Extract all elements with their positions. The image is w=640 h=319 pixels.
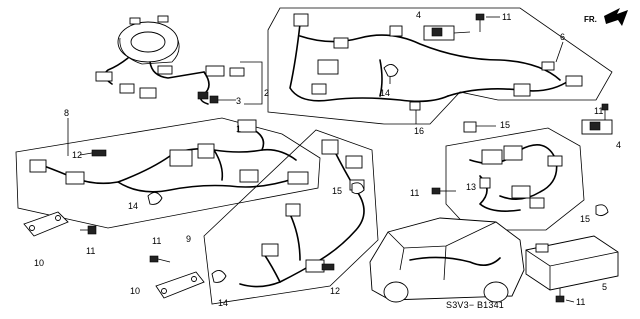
- callout-4-right: 4: [616, 140, 621, 150]
- bolt-11-bottom-left: [149, 255, 171, 263]
- callout-6: 6: [560, 32, 565, 42]
- leader-12-left: [79, 152, 93, 156]
- clip-13: [479, 177, 491, 189]
- callout-11-bottom-right: 11: [576, 297, 585, 307]
- clip-14-left: [147, 192, 163, 205]
- callout-14-bottom: 14: [218, 298, 228, 308]
- callout-12-left: 12: [72, 150, 82, 160]
- bracket-2: [240, 61, 263, 105]
- bolt-11-left: [80, 225, 97, 235]
- callout-5: 5: [602, 282, 607, 292]
- callout-4-top: 4: [416, 10, 421, 20]
- callout-11-right: 11: [594, 106, 603, 116]
- callout-13: 13: [466, 182, 476, 192]
- side-sensor-10-left: [23, 211, 69, 237]
- callout-10-left: 10: [34, 258, 44, 268]
- main-harness-6: [267, 7, 613, 125]
- side-sensor-10-bottom: [155, 271, 205, 299]
- clip-15-left: [351, 182, 365, 195]
- clip-14-bottom: [211, 270, 227, 283]
- callout-3: 3: [236, 96, 241, 106]
- callout-15-right: 15: [580, 214, 590, 224]
- front-direction-arrow: [604, 8, 628, 26]
- cable-reel: [95, 15, 245, 105]
- callout-15-mid: 15: [500, 120, 510, 130]
- leader-11-bottom-right: [565, 299, 575, 303]
- bolt-11-center: [431, 187, 456, 195]
- harness-7: [445, 127, 585, 231]
- clip-15-right: [595, 204, 609, 217]
- callout-9: 9: [186, 234, 191, 244]
- callout-15-left: 15: [332, 186, 342, 196]
- callout-10-bottom: 10: [130, 286, 140, 296]
- tape-12-left: [91, 149, 107, 157]
- harness-8: [15, 117, 321, 229]
- callout-14-left: 14: [128, 201, 138, 211]
- srs-unit-5: [525, 235, 619, 291]
- callout-11-bottom-left: 11: [152, 236, 161, 246]
- front-label: FR.: [584, 15, 597, 24]
- tape-12-bottom: [321, 263, 335, 271]
- impact-sensor-4-right: [581, 103, 613, 135]
- callout-1: 1: [236, 124, 241, 134]
- bolt-11-top: [475, 13, 485, 32]
- leader-6: [555, 41, 564, 63]
- callout-2: 2: [264, 88, 269, 98]
- callout-11-top: 11: [502, 12, 511, 22]
- clip-14-top: [383, 64, 399, 84]
- callout-16: 16: [414, 126, 424, 136]
- callout-11-center: 11: [410, 188, 419, 198]
- vehicle-outline: [369, 217, 525, 303]
- diagram-code: S3V3− B1341: [446, 300, 504, 310]
- callout-11-left: 11: [86, 246, 95, 256]
- impact-sensor-4-top: [423, 25, 471, 41]
- callout-8: 8: [64, 108, 69, 118]
- callout-12-bottom: 12: [330, 286, 340, 296]
- callout-14-top: 14: [380, 88, 390, 98]
- clip-16: [409, 101, 421, 111]
- bolt-11-bottom-right: [555, 288, 565, 303]
- clip-15-mid: [463, 121, 477, 133]
